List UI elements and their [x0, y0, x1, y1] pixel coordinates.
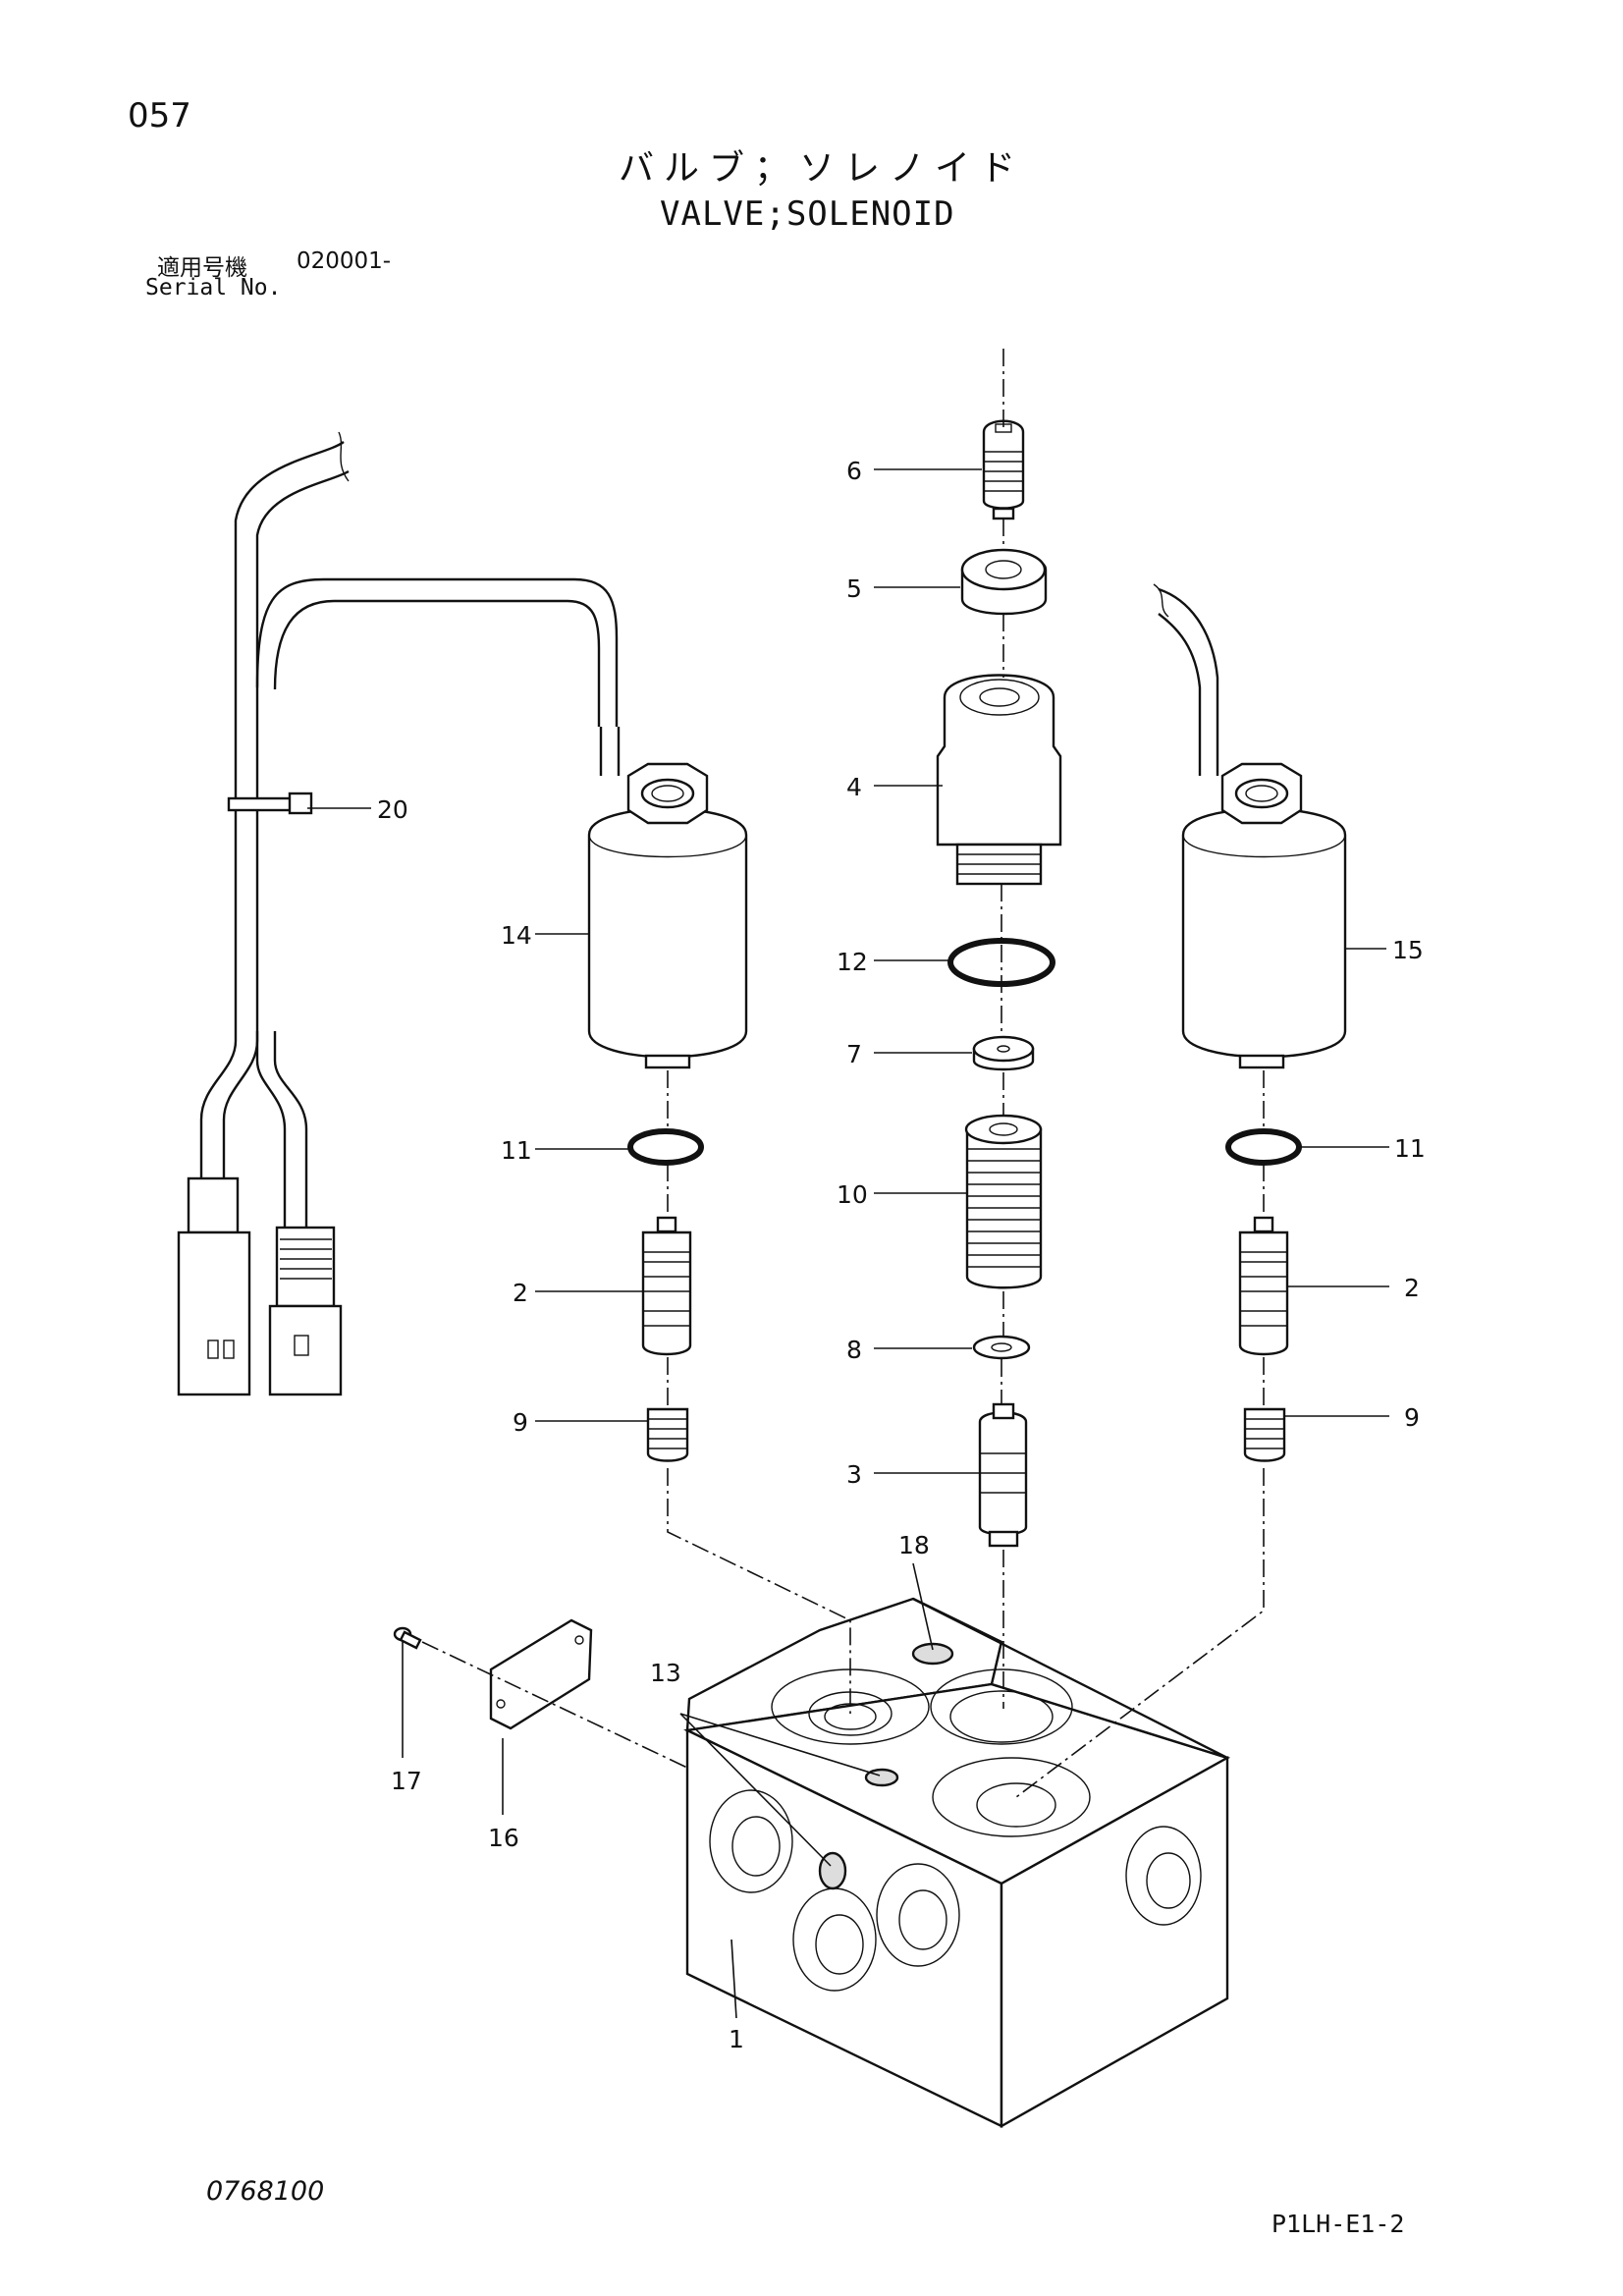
callout-8: 8: [846, 1336, 862, 1364]
part-6-screw: [982, 419, 1025, 520]
part-7-seat: [972, 1035, 1035, 1071]
part-1-valve-block: [683, 1597, 1231, 2129]
title-english: VALVE;SOLENOID: [660, 194, 955, 234]
part-9-spring-left: [646, 1407, 689, 1462]
callout-11-right: 11: [1394, 1134, 1426, 1163]
solenoid-coil-left: [587, 727, 748, 1069]
part-17-screw: [393, 1626, 422, 1650]
serial-label-japanese: 適用号機: [157, 255, 247, 281]
title-japanese: バルブ；ソレノイド: [619, 148, 1026, 189]
serial-value: 020001-: [297, 248, 392, 274]
leader-lines: [307, 468, 1389, 2019]
part-10-spring: [964, 1114, 1043, 1289]
part-2-valve-right: [1238, 1216, 1289, 1356]
part-5-nut: [960, 548, 1048, 616]
callout-16: 16: [488, 1824, 519, 1852]
connector-left: [177, 1176, 251, 1396]
callout-11-left: 11: [501, 1136, 532, 1165]
serial-label-english: Serial No.: [145, 275, 282, 301]
connector-right: [268, 1226, 343, 1396]
part-11-o-ring-right: [1225, 1128, 1302, 1166]
callout-10: 10: [837, 1180, 868, 1209]
callout-14: 14: [501, 921, 532, 950]
clamp-buckle: [288, 792, 313, 815]
callout-5: 5: [846, 574, 862, 603]
drawing-number: 0768100: [206, 2176, 325, 2207]
part-11-o-ring-left: [627, 1128, 704, 1166]
part-8-washer: [972, 1335, 1031, 1360]
callout-20: 20: [377, 795, 408, 824]
callout-13: 13: [650, 1659, 681, 1687]
part-16-plate: [489, 1618, 593, 1730]
sheet-code: P1LH-E1-2: [1271, 2210, 1405, 2238]
callout-2-left: 2: [513, 1279, 528, 1307]
part-4-body: [936, 674, 1062, 886]
part-3-spool: [978, 1402, 1028, 1548]
part-2-valve-left: [641, 1216, 692, 1356]
callout-15: 15: [1392, 936, 1424, 964]
page-number: 057: [128, 96, 191, 136]
solenoid-coil-right: [1153, 583, 1347, 1069]
callout-7: 7: [846, 1040, 862, 1068]
callout-1: 1: [729, 2025, 744, 2053]
callout-17: 17: [391, 1767, 422, 1795]
callout-9-right: 9: [1404, 1403, 1420, 1432]
callout-4: 4: [846, 773, 862, 801]
callout-12: 12: [837, 948, 868, 976]
callout-3: 3: [846, 1460, 862, 1489]
part-9-spring-right: [1243, 1407, 1286, 1462]
callout-18: 18: [898, 1531, 930, 1559]
callout-6: 6: [846, 457, 862, 485]
wire-harness: [199, 431, 619, 1228]
callout-2-right: 2: [1404, 1274, 1420, 1302]
callout-9-left: 9: [513, 1408, 528, 1437]
